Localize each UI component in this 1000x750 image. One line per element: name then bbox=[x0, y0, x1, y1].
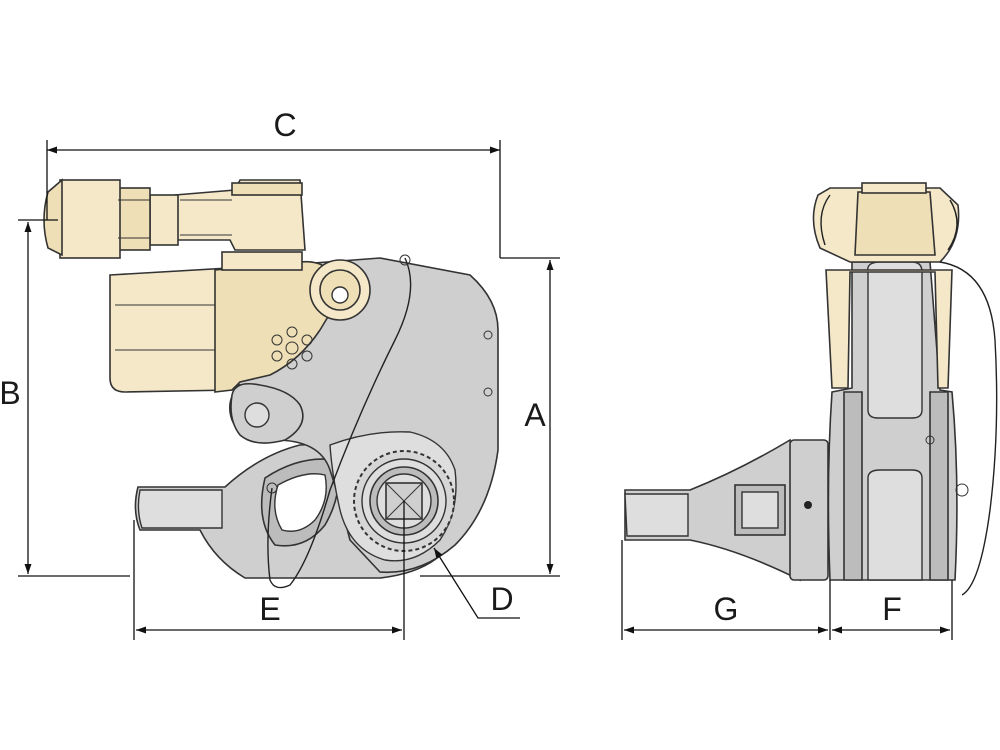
pivot-lobe bbox=[230, 382, 304, 444]
dimension-lines bbox=[18, 140, 953, 640]
label-c: C bbox=[273, 107, 296, 143]
port-rosette bbox=[271, 326, 313, 370]
front-safety-cable bbox=[939, 261, 998, 596]
label-b: B bbox=[0, 375, 21, 411]
front-reaction-arm bbox=[624, 438, 829, 582]
label-a: A bbox=[524, 397, 546, 433]
front-cylinder bbox=[825, 269, 953, 389]
label-g: G bbox=[714, 591, 739, 627]
front-housing bbox=[827, 261, 958, 581]
safety-cable bbox=[267, 257, 412, 589]
front-view bbox=[624, 182, 998, 596]
label-f: F bbox=[882, 591, 902, 627]
swivel-fitting bbox=[43, 178, 306, 271]
dimension-labels: C B A D E G F bbox=[0, 107, 902, 627]
cylinder-block bbox=[109, 259, 371, 393]
side-view bbox=[43, 178, 499, 589]
label-e: E bbox=[259, 591, 280, 627]
front-swivel bbox=[812, 182, 960, 263]
label-d: D bbox=[490, 581, 513, 617]
dim-d-leader bbox=[433, 547, 520, 619]
